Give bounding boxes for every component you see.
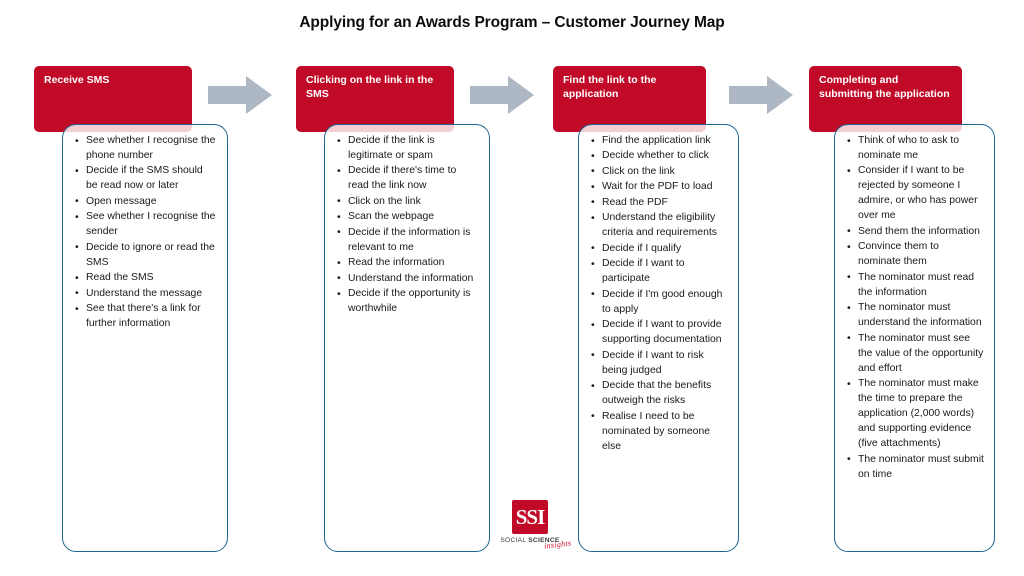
list-item: Read the SMS: [75, 271, 217, 286]
list-item: Send them the information: [847, 224, 984, 240]
list-item: Decide if I qualify: [591, 241, 728, 257]
list-item: Open message: [75, 194, 217, 210]
list-item: Decide if I want to provide supporting d…: [591, 318, 728, 348]
list-item: Scan the webpage: [337, 210, 479, 225]
stage-2-list: Decide if the link is legitimate or spam…: [325, 125, 489, 326]
list-item: Decide if I'm good enough to apply: [591, 287, 728, 318]
list-item: Understand the eligibility criteria and …: [591, 211, 728, 241]
ssi-logo-wordmark: SOCIAL SCIENCE insights: [492, 537, 571, 551]
list-item: Decide if I want to risk being judged: [591, 348, 728, 379]
page-title: Applying for an Awards Program – Custome…: [299, 14, 725, 31]
stage-1-list: See whether I recognise the phone number…: [63, 125, 227, 341]
list-item: The nominator must see the value of the …: [847, 331, 984, 377]
ssi-logo-mark: SSI: [512, 500, 548, 534]
logo-word-insights: insights: [543, 538, 572, 551]
list-item: See whether I recognise the sender: [75, 210, 217, 240]
list-item: Consider if I want to be rejected by som…: [847, 164, 984, 224]
stage-3-list: Find the application link Decide whether…: [579, 125, 738, 463]
stage-2-header: Clicking on the link in the SMS: [296, 66, 454, 132]
arrow-stage3-to-stage4: [729, 76, 793, 114]
list-item: Click on the link: [337, 194, 479, 210]
stage-2-card: Decide if the link is legitimate or spam…: [324, 124, 490, 552]
stage-1-header: Receive SMS: [34, 66, 192, 132]
list-item: Think of who to ask to nominate me: [847, 134, 984, 164]
ssi-logo: SSI SOCIAL SCIENCE insights: [492, 500, 571, 551]
stage-4-list: Think of who to ask to nominate me Consi…: [835, 125, 994, 491]
logo-word-social: SOCIAL: [500, 537, 529, 544]
list-item: Convince them to nominate them: [847, 240, 984, 270]
list-item: Realise I need to be nominated by someon…: [591, 409, 728, 455]
list-item: The nominator must make the time to prep…: [847, 377, 984, 452]
list-item: Decide if the link is legitimate or spam: [337, 134, 479, 164]
list-item: Decide if the SMS should be read now or …: [75, 164, 217, 194]
stage-1-card: See whether I recognise the phone number…: [62, 124, 228, 552]
list-item: Read the information: [337, 256, 479, 271]
stage-4-card: Think of who to ask to nominate me Consi…: [834, 124, 995, 552]
stage-3-card: Find the application link Decide whether…: [578, 124, 739, 552]
list-item: Read the PDF: [591, 195, 728, 211]
list-item: Click on the link: [591, 164, 728, 180]
arrow-stage1-to-stage2: [208, 76, 272, 114]
list-item: Decide whether to click: [591, 149, 728, 164]
logo-word-science: SCIENCE: [528, 537, 560, 544]
list-item: Wait for the PDF to load: [591, 180, 728, 195]
list-item: Decide if the information is relevant to…: [337, 225, 479, 256]
list-item: Understand the information: [337, 271, 479, 287]
list-item: Decide if the opportunity is worthwhile: [337, 287, 479, 317]
list-item: The nominator must read the information: [847, 270, 984, 301]
list-item: The nominator must understand the inform…: [847, 301, 984, 331]
list-item: Find the application link: [591, 134, 728, 149]
list-item: Decide to ignore or read the SMS: [75, 240, 217, 271]
list-item: Decide if I want to participate: [591, 257, 728, 287]
list-item: See whether I recognise the phone number: [75, 134, 217, 164]
list-item: See that there's a link for further info…: [75, 302, 217, 332]
stage-3-header: Find the link to the application: [553, 66, 706, 132]
list-item: The nominator must submit on time: [847, 452, 984, 483]
list-item: Decide if there's time to read the link …: [337, 164, 479, 194]
arrow-stage2-to-stage3: [470, 76, 534, 114]
stage-4-header: Completing and submitting the applicatio…: [809, 66, 962, 132]
list-item: Decide that the benefits outweigh the ri…: [591, 379, 728, 409]
list-item: Understand the message: [75, 286, 217, 302]
